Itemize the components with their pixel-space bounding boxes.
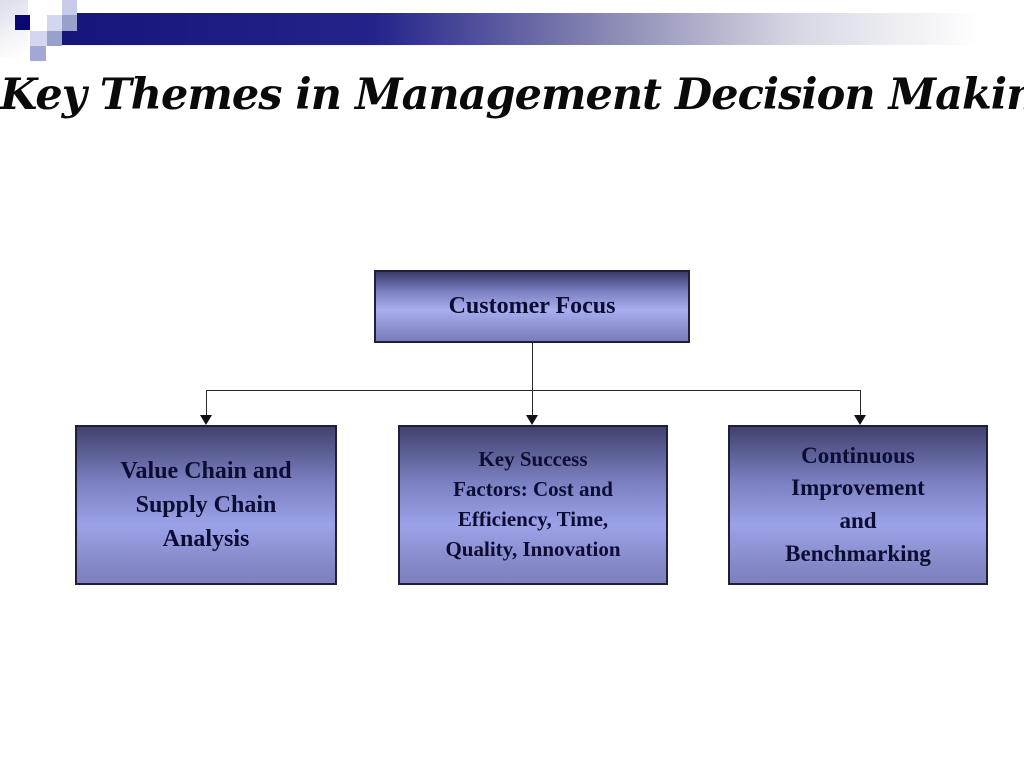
box-customer-focus: Customer Focus — [374, 270, 690, 343]
connector-middle-vertical — [532, 390, 533, 416]
arrowhead-down-icon — [854, 415, 866, 425]
slide-title: Key Themes in Management Decision Making — [0, 70, 1024, 120]
header-gradient-bar — [62, 13, 1008, 45]
arrowhead-down-icon — [526, 415, 538, 425]
box-value-chain: Value Chain and Supply Chain Analysis — [75, 425, 337, 585]
connector-left-vertical — [206, 390, 207, 416]
connector-right-vertical — [860, 390, 861, 416]
connector-horizontal — [206, 390, 860, 391]
deco-square-top — [62, 0, 77, 15]
deco-square-navy — [15, 15, 30, 30]
connector-root-vertical — [532, 343, 533, 390]
box-continuous-improvement: Continuous Improvement and Benchmarking — [728, 425, 988, 585]
deco-square-medium-a — [62, 15, 77, 31]
box-key-success-factors: Key Success Factors: Cost and Efficiency… — [398, 425, 668, 585]
deco-square-light-a — [47, 15, 62, 31]
deco-square-light-b — [30, 31, 47, 46]
arrowhead-down-icon — [200, 415, 212, 425]
deco-square-medium-b — [47, 31, 62, 46]
deco-square-medium-c — [30, 46, 46, 61]
